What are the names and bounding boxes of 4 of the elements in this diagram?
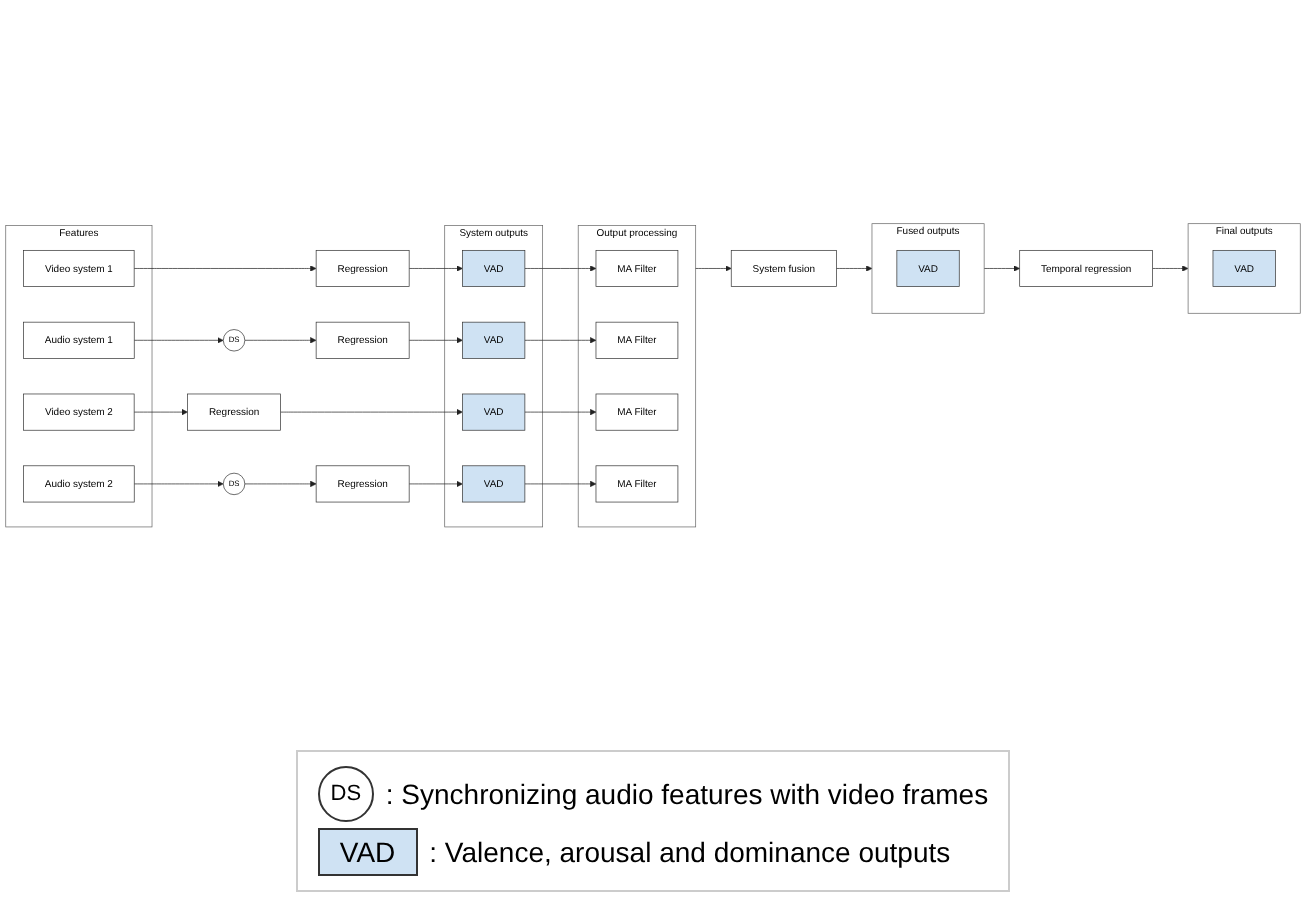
legend-swatch: VAD (317, 828, 418, 876)
legend-text: : Synchronizing audio features with video frames (385, 778, 989, 810)
legend-text: : Valence, arousal and dominance outputs (429, 836, 951, 868)
legend-circle: DS (317, 766, 374, 822)
